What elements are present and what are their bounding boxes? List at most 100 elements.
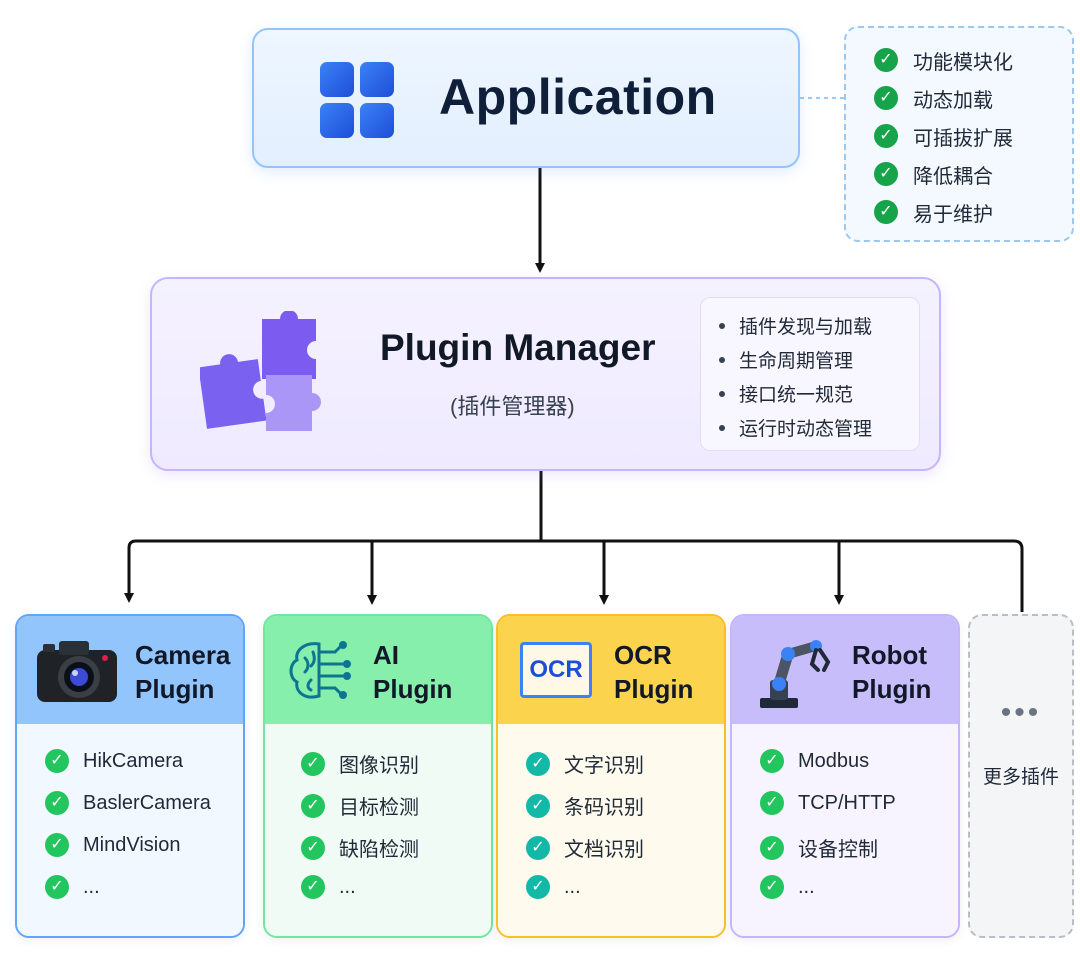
plugin-manager-box: Plugin Manager (插件管理器) 插件发现与加载 生命周期管理 接口… bbox=[150, 277, 941, 471]
feature-item: ✓ 可插拔扩展 bbox=[874, 121, 1013, 151]
puzzle-icon bbox=[200, 311, 321, 431]
camera-plugin-card: Camera Plugin ✓HikCamera ✓BaslerCamera ✓… bbox=[15, 614, 245, 938]
check-icon: ✓ bbox=[874, 162, 898, 186]
plugin-manager-title: Plugin Manager bbox=[380, 327, 656, 368]
windows-grid-icon bbox=[320, 62, 394, 138]
card-title: AI Plugin bbox=[373, 638, 452, 706]
list-item: ✓ MindVision bbox=[45, 833, 180, 857]
card-header: OCR OCR Plugin bbox=[498, 616, 724, 724]
feature-label: 可插拔扩展 bbox=[913, 127, 1013, 150]
robot-plugin-card: Robot Plugin ✓Modbus ✓TCP/HTTP ✓设备控制 ✓..… bbox=[730, 614, 960, 938]
check-icon: ✓ bbox=[526, 751, 550, 776]
item-label: MindVision bbox=[83, 833, 181, 856]
check-icon: ✓ bbox=[301, 793, 325, 818]
check-icon: ✓ bbox=[301, 875, 325, 899]
feature-label: 易于维护 bbox=[913, 203, 993, 226]
bullet-item: 插件发现与加载 bbox=[719, 312, 872, 339]
list-item: ✓ BaslerCamera bbox=[45, 791, 211, 815]
bullet-item: 接口统一规范 bbox=[719, 380, 853, 407]
card-header: Camera Plugin bbox=[17, 616, 243, 724]
card-body: ✓图像识别 ✓目标检测 ✓缺陷检测 ✓... bbox=[265, 724, 491, 936]
feature-item: ✓ 动态加载 bbox=[874, 83, 993, 113]
card-title-line: OCR bbox=[614, 640, 672, 670]
card-title-line: Plugin bbox=[852, 674, 932, 704]
list-item: ✓... bbox=[526, 875, 581, 899]
feature-label: 动态加载 bbox=[913, 89, 993, 112]
item-label: Modbus bbox=[798, 749, 870, 772]
item-label: BaslerCamera bbox=[83, 791, 211, 814]
card-title-line: Plugin bbox=[614, 674, 694, 704]
check-icon: ✓ bbox=[301, 751, 325, 776]
item-label: 设备控制 bbox=[798, 839, 878, 861]
more-plugins-label: 更多插件 bbox=[982, 767, 1059, 788]
branch-bus bbox=[136, 539, 1024, 612]
check-icon: ✓ bbox=[760, 749, 784, 773]
card-title: Camera Plugin bbox=[135, 638, 230, 706]
list-item: ✓... bbox=[45, 875, 100, 899]
application-box: Application bbox=[252, 28, 800, 168]
item-label: ... bbox=[564, 875, 581, 898]
list-item: ✓设备控制 bbox=[760, 833, 878, 862]
check-icon: ✓ bbox=[526, 793, 550, 818]
item-label: ... bbox=[798, 875, 815, 898]
item-label: 目标检测 bbox=[339, 797, 419, 819]
list-item: ✓文档识别 bbox=[526, 833, 644, 862]
item-label: 文档识别 bbox=[564, 839, 644, 861]
list-item: ✓... bbox=[760, 875, 815, 899]
check-icon: ✓ bbox=[526, 875, 550, 899]
feature-label: 降低耦合 bbox=[913, 165, 993, 188]
feature-list: ✓ 功能模块化 ✓ 动态加载 ✓ 可插拔扩展 ✓ 降低耦合 ✓ 易于维护 bbox=[844, 26, 1074, 242]
brain-circuit-icon bbox=[289, 641, 351, 699]
card-title-line: Plugin bbox=[135, 674, 215, 704]
camera-icon bbox=[37, 641, 117, 702]
item-label: 条码识别 bbox=[564, 797, 644, 819]
check-icon: ✓ bbox=[760, 875, 784, 899]
application-title: Application bbox=[439, 69, 717, 125]
card-title-line: Plugin bbox=[373, 674, 453, 704]
bullet-item: 运行时动态管理 bbox=[719, 414, 872, 441]
list-item: ✓缺陷检测 bbox=[301, 833, 419, 862]
check-icon: ✓ bbox=[760, 791, 784, 815]
list-item: ✓ Modbus bbox=[760, 749, 869, 773]
list-item: ✓HikCamera bbox=[45, 749, 183, 773]
feature-label: 功能模块化 bbox=[913, 51, 1013, 74]
card-body: ✓文字识别 ✓条码识别 ✓文档识别 ✓... bbox=[498, 724, 724, 936]
plugin-manager-subtitle: (插件管理器) bbox=[450, 394, 575, 419]
more-plugins-card: ••• 更多插件 bbox=[968, 614, 1074, 938]
item-label: HikCamera bbox=[83, 749, 184, 772]
bullet-label: 生命周期管理 bbox=[739, 351, 854, 372]
branch-corner-left bbox=[124, 539, 137, 603]
ocr-icon: OCR bbox=[520, 642, 592, 698]
list-item: ✓ 目标检测 bbox=[301, 791, 419, 820]
check-icon: ✓ bbox=[874, 86, 898, 110]
list-item: ✓... bbox=[301, 875, 356, 899]
card-header: Robot Plugin bbox=[732, 616, 958, 724]
check-icon: ✓ bbox=[874, 124, 898, 148]
list-item: ✓ 条码识别 bbox=[526, 791, 644, 820]
more-dots-icon: ••• bbox=[1000, 696, 1042, 729]
ai-plugin-card: AI Plugin ✓图像识别 ✓目标检测 ✓缺陷检测 ✓... bbox=[263, 614, 493, 938]
item-label: ... bbox=[339, 875, 356, 898]
card-title-line: Camera bbox=[135, 640, 231, 670]
plugin-manager-features: 插件发现与加载 生命周期管理 接口统一规范 运行时动态管理 bbox=[700, 297, 920, 451]
item-label: 图像识别 bbox=[339, 755, 419, 777]
check-icon: ✓ bbox=[45, 791, 69, 815]
bullet-label: 插件发现与加载 bbox=[739, 317, 873, 338]
card-header: AI Plugin bbox=[265, 616, 491, 724]
card-title-line: AI bbox=[373, 640, 399, 670]
item-label: 文字识别 bbox=[564, 755, 644, 777]
check-icon: ✓ bbox=[45, 833, 69, 857]
card-body: ✓HikCamera ✓ BaslerCamera ✓ MindVision ✓..… bbox=[17, 724, 243, 936]
card-title: Robot Plugin bbox=[852, 638, 931, 706]
item-label: 缺陷检测 bbox=[339, 839, 419, 861]
bullet-label: 接口统一规范 bbox=[739, 385, 854, 406]
bullet-item: 生命周期管理 bbox=[719, 346, 853, 373]
list-item: ✓ 文字识别 bbox=[526, 749, 644, 778]
feature-item: ✓ 功能模块化 bbox=[874, 45, 1013, 75]
ocr-plugin-card: OCR OCR Plugin ✓文字识别 ✓条码识别 ✓文档识别 ✓... bbox=[496, 614, 726, 938]
item-label: TCP/HTTP bbox=[798, 791, 896, 814]
list-item: ✓ 图像识别 bbox=[301, 749, 419, 778]
list-item: ✓ TCP/HTTP bbox=[760, 791, 896, 815]
robot-arm-icon bbox=[760, 640, 831, 708]
